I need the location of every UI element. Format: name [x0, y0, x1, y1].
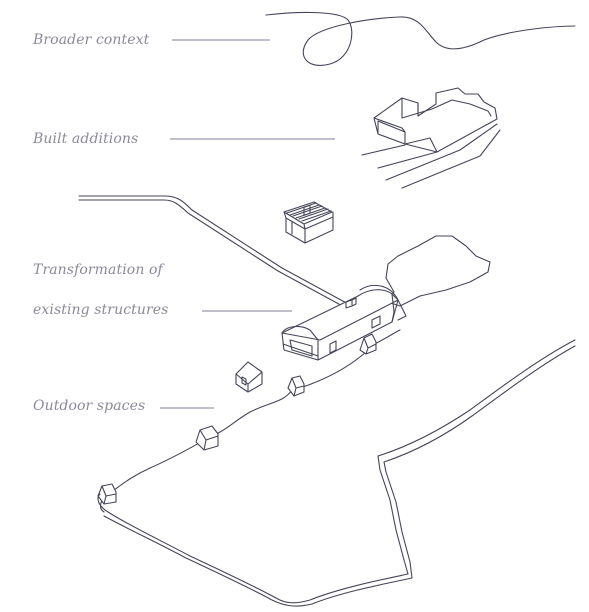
stepping-block-3 [195, 425, 219, 451]
label-broader-context: Broader context [33, 32, 150, 48]
label-transformation-line-1: Transformation of [33, 262, 163, 278]
label-outdoor-spaces: Outdoor spaces [33, 398, 146, 414]
stepping-block-2 [287, 375, 305, 397]
field-boundary [385, 235, 491, 307]
built-additions-block [361, 87, 501, 189]
label-built-additions: Built additions [33, 131, 139, 147]
pergola-structure [283, 201, 334, 244]
access-road [78, 195, 353, 307]
outdoor-ground-plane [97, 339, 576, 604]
stepping-block-4 [97, 483, 117, 505]
existing-barn [281, 204, 407, 361]
broader-context-line [265, 11, 576, 66]
label-transformation-line-2: existing structures [33, 302, 169, 318]
small-shed [235, 361, 263, 393]
stepping-block-1 [359, 333, 377, 355]
